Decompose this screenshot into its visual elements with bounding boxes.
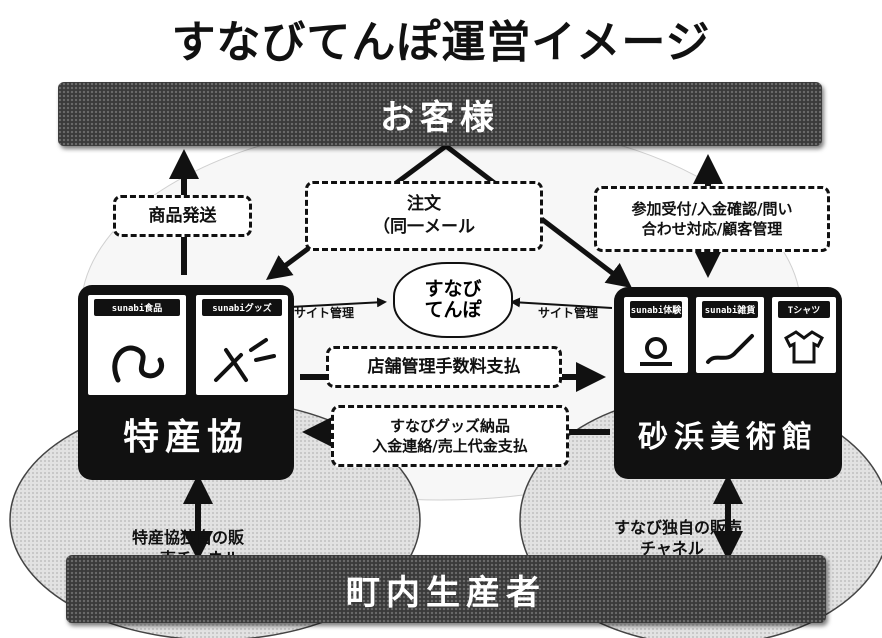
arrow-site-mgmt-left [289,297,387,308]
producers-bar: 町内生産者 [66,555,826,623]
customer-bar: お客様 [58,82,822,146]
shop-tag-zakka: sunabi雑貨 [702,301,758,318]
shop-panel-tshirt: Tシャツ [770,295,838,375]
shipping-box: 商品発送 [113,195,252,237]
shop-panel-goods: sunabiグッズ [194,293,290,397]
channel-left-line1: 特産協独自の販 [132,528,245,547]
org-sunahama-museum: sunabi体験 sunabi雑貨 Tシャツ 砂浜美術館 [614,287,842,479]
site-mgmt-left-label: サイト管理 [294,306,355,320]
experience-icon [640,337,672,366]
shop-tag-experience: sunabi体験 [630,301,682,318]
shop-tag-goods: sunabiグッズ [202,299,282,316]
customer-label: お客様 [380,97,500,138]
shop-tag-tshirt: Tシャツ [778,301,830,318]
reception-box: 参加受付/入金確認/問い 合わせ対応/顧客管理 [594,186,830,252]
tshirt-icon [784,330,824,364]
channel-right-line1: すなび独自の販売 [614,518,743,537]
site-mgmt-right-label: サイト管理 [538,306,599,320]
arrow-site-mgmt-right [510,297,613,309]
page-title: すなびてんぽ運営イメージ [171,17,711,68]
org-right-name: 砂浜美術館 [638,420,818,455]
zakka-icon [706,334,754,364]
producers-label: 町内生産者 [346,572,546,613]
org-left-name: 特産協 [122,417,249,458]
order-box: 注文 （同一メール [305,181,543,251]
food-icon [112,345,164,383]
org-tokusankyo: sunabi食品 sunabiグッズ 特産協 [78,285,294,480]
shop-panel-goods: sunabi雑貨 [694,295,766,375]
shop-panel-experience: sunabi体験 [622,295,690,375]
shop-tag-food: sunabi食品 [94,299,180,316]
goods-icon [214,338,276,382]
shop-panel-food: sunabi食品 [86,293,188,397]
fee-box: 店舗管理手数料支払 [326,346,562,388]
channel-right-line2: チャネル [640,539,704,558]
goods-box: すなびグッズ納品 入金連絡/売上代金支払 [331,405,569,467]
sunabi-tenpo-logo: すなび てんぽ [393,262,513,338]
